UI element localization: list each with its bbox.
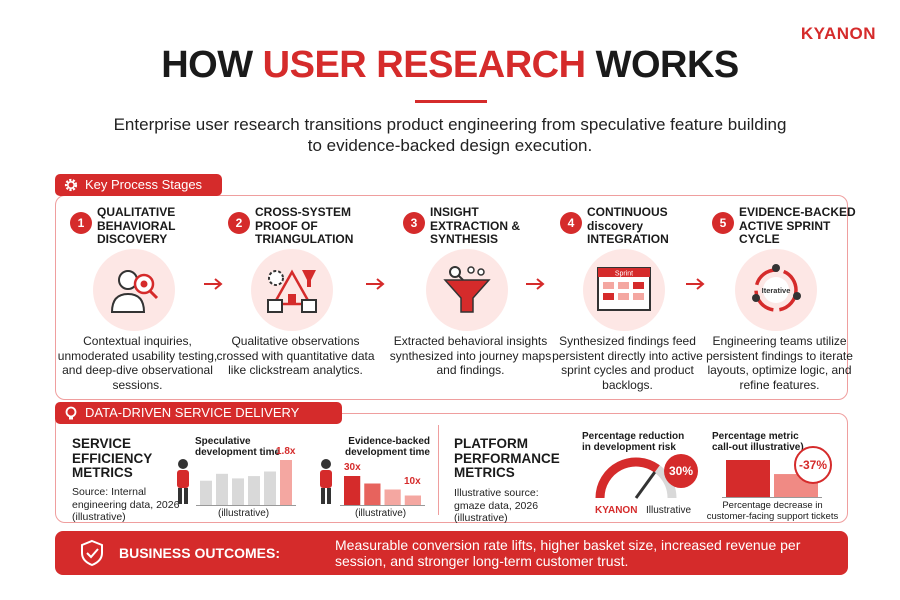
sprint-board-icon: Sprint [597,267,651,311]
stages-tab-label: Key Process Stages [85,177,203,192]
stage-icon-circle: Sprint [583,249,665,331]
title-pre: HOW [161,44,253,86]
chart2-note: (illustrative) [355,508,407,519]
stage-number: 5 [712,212,734,234]
arrow-right-icon [366,278,385,290]
stage-title: CROSS-SYSTEM PROOF OF TRIANGULATION [255,205,354,246]
chart1-title: Speculative development time [195,436,281,458]
spec-bar-4 [248,476,260,506]
stages-section-tab: Key Process Stages [55,174,222,196]
callout-badge: -37% [794,446,832,484]
presenter-figure-icon [177,459,189,504]
page-title: HOW USER RESEARCH WORKS [0,44,900,87]
arrow-right-icon [526,278,545,290]
callout-caption: Percentage decrease in customer-facing s… [706,500,839,522]
callout-title: Percentage metric call-out illustrative) [712,431,804,453]
spec-bar-2 [216,473,228,506]
title-underline [415,100,487,103]
gauge-fill [595,457,660,499]
chart2-title: Evidence-backed development time [344,436,430,458]
stage-icon-circle [251,249,333,331]
thumbs-up-figure-icon [320,459,332,504]
stage-description: Qualitative observations crossed with qu… [216,334,375,377]
stage-title: EVIDENCE-BACKED ACTIVE SPRINT CYCLE [739,205,856,246]
stage-description: Engineering teams utilize persistent fin… [706,334,853,392]
stage-description: Synthesized findings feed persistent dir… [552,334,703,392]
user-eye-icon [110,270,159,313]
ticket-bar-1 [726,460,770,498]
chart1-note: (illustrative) [218,508,270,519]
spec-bar-6 [280,460,292,506]
gauge-needle [634,471,657,499]
gauge-note: Illustrative [646,505,692,516]
gauge-title: Percentage reduction in development risk [582,431,685,453]
outcomes-text: Measurable conversion rate lifts, higher… [335,537,801,569]
sprint-board-label: Sprint [615,271,633,278]
spec-bar-5 [264,471,276,506]
title-accent: USER RESEARCH [262,44,586,86]
shield-check-icon [81,539,103,567]
chart2-annotation-2: 10x [404,476,421,487]
lightbulb-icon [65,406,77,420]
triangulation-icon [267,269,317,313]
stage-title: CONTINUOUS discovery INTEGRATION [587,205,669,246]
gauge-brand: KYANON [595,505,638,516]
data-divider [438,425,439,515]
spec-bar-3 [232,478,244,506]
stage-icon-circle: Iterative [735,249,817,331]
spec-bar-1 [200,480,212,506]
evid-bar-1 [344,476,361,506]
stage-description: Contextual inquiries, unmoderated usabil… [57,334,218,392]
stage-number: 2 [228,212,250,234]
stage-icon-circle [93,249,175,331]
platform-metrics-source: Illustrative source: gmaze data, 2026 (i… [454,487,539,524]
funnel-icon [443,266,491,313]
stage-description: Extracted behavioral insights synthesize… [389,334,552,377]
speculative-time-chart [196,460,296,506]
cycle-label: Iterative [762,286,791,295]
chart2-annotation-1: 30x [344,462,361,473]
evid-bar-4 [404,495,421,506]
data-tab-label: DATA-DRIVEN SERVICE DELIVERY (2026) [85,405,300,442]
outcomes-label: BUSINESS OUTCOMES: [119,545,281,561]
stage-number: 3 [403,212,425,234]
evidence-time-chart [340,476,425,506]
title-post: WORKS [595,44,740,86]
stage-title: INSIGHT EXTRACTION & SYNTHESIS [430,205,520,246]
data-section-tab: DATA-DRIVEN SERVICE DELIVERY (2026) [55,402,342,442]
service-metrics-source: Source: Internal engineering data, 2026 … [72,486,180,523]
business-outcomes-banner: BUSINESS OUTCOMES: Measurable conversion… [55,531,848,575]
data-panel [55,413,848,523]
stage-title: QUALITATIVE BEHAVIORAL DISCOVERY [97,205,176,246]
stage-number: 4 [560,212,582,234]
evid-bar-2 [364,483,381,506]
chart1-annotation: 1.8x [276,446,296,457]
stage-icon-circle [426,249,508,331]
evid-bar-3 [384,489,401,506]
gauge-value-badge: 30% [664,454,698,488]
gear-icon [64,178,78,192]
arrow-right-icon [204,278,223,290]
service-metrics-title: SERVICE EFFICIENCY METRICS [72,436,153,480]
brand-logo: KYANON [800,24,876,43]
page-subtitle: Enterprise user research transitions pro… [113,115,787,155]
arrow-right-icon [686,278,705,290]
platform-metrics-title: PLATFORM PERFORMANCE METRICS [454,436,560,480]
stage-number: 1 [70,212,92,234]
iterative-cycle-icon: Iterative [752,264,801,312]
